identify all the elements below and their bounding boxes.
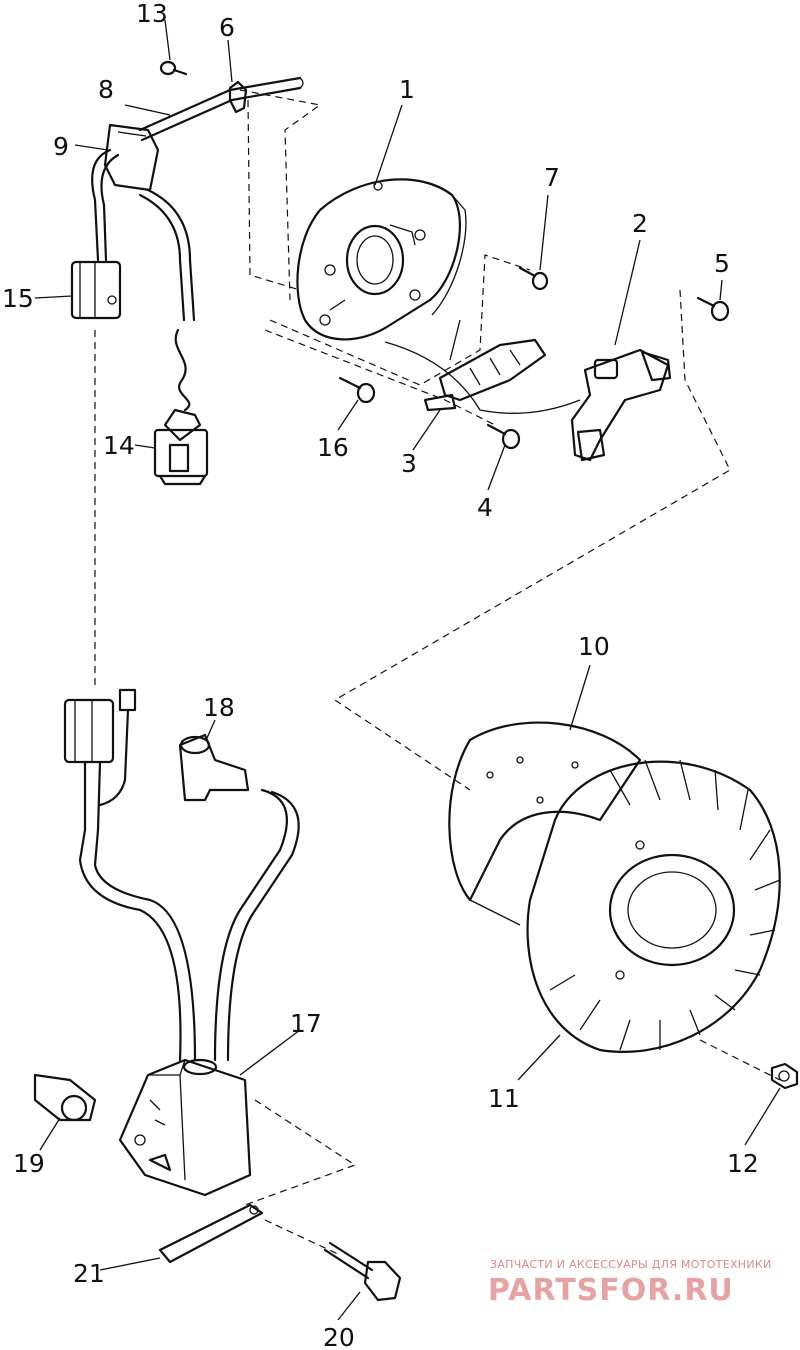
ht-lead — [213, 788, 300, 1062]
connector-15 — [70, 260, 122, 320]
callout-11: 11 — [488, 1084, 520, 1113]
callout-19: 19 — [13, 1149, 45, 1178]
wire-8 — [138, 76, 304, 142]
callout-2: 2 — [632, 209, 648, 238]
watermark: ЗАПЧАСТИ И АКСЕССУАРЫ ДЛЯ МОТОТЕХНИКИ PA… — [488, 1258, 772, 1308]
flywheel-10 — [448, 721, 642, 926]
callout-labels: 1 2 3 4 5 6 7 8 9 10 11 12 13 14 15 16 1… — [2, 0, 759, 1350]
flywheel-fan-11 — [526, 759, 781, 1053]
callout-12: 12 — [727, 1149, 759, 1178]
leader-lines — [34, 19, 781, 1321]
coil-2 — [570, 348, 672, 462]
strap-21 — [158, 1203, 264, 1264]
screw-16 — [338, 376, 376, 404]
screw-7 — [518, 266, 549, 291]
watermark-logo: PARTSFOR.RU — [488, 1273, 734, 1308]
wire-harness — [91, 148, 202, 442]
callout-8: 8 — [98, 75, 114, 104]
stator-plate-1 — [296, 178, 467, 341]
spark-plug-cap-18 — [178, 733, 250, 802]
connector-14 — [153, 428, 209, 486]
callout-16: 16 — [317, 433, 349, 462]
callout-5: 5 — [714, 249, 730, 278]
callout-14: 14 — [103, 431, 135, 460]
callout-1: 1 — [399, 75, 415, 104]
harness-connector — [63, 688, 197, 1062]
bolt-20 — [323, 1241, 402, 1302]
nut-12 — [770, 1062, 799, 1090]
callout-7: 7 — [544, 163, 560, 192]
callout-15: 15 — [2, 284, 34, 313]
callout-10: 10 — [578, 632, 610, 661]
callout-18: 18 — [203, 693, 235, 722]
callout-13: 13 — [136, 0, 168, 28]
screw-4 — [486, 423, 521, 450]
watermark-tagline: ЗАПЧАСТИ И АКСЕССУАРЫ ДЛЯ МОТОТЕХНИКИ — [490, 1258, 772, 1271]
callout-20: 20 — [323, 1323, 355, 1350]
callout-21: 21 — [73, 1259, 105, 1288]
screw-13 — [159, 60, 188, 76]
cap-19 — [33, 1073, 97, 1122]
ignition-coil-17 — [118, 1058, 252, 1197]
pickup-coil-3 — [384, 319, 581, 414]
callout-6: 6 — [219, 13, 235, 42]
callout-4: 4 — [477, 493, 493, 522]
callout-3: 3 — [401, 449, 417, 478]
assembly-dashed-lines — [94, 89, 781, 1256]
callout-17: 17 — [290, 1009, 322, 1038]
callout-9: 9 — [53, 132, 69, 161]
screw-5 — [696, 296, 730, 322]
